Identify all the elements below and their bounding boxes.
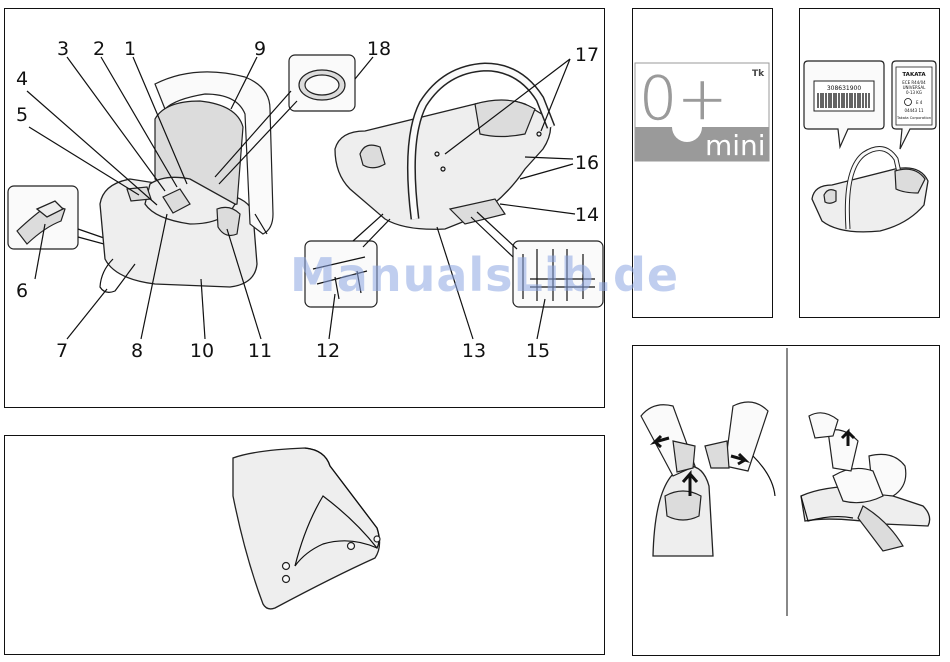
callout-9: 9: [254, 38, 266, 60]
seat-rear-view: [335, 67, 551, 229]
callout-15: 15: [526, 340, 550, 362]
seat-small-drawing: [812, 149, 928, 232]
watermark: ManualsLib.de: [290, 248, 679, 302]
callout-13: 13: [462, 340, 486, 362]
labels-panel: 308631900 TAKATA ECE R44/04 UNIVERSAL 0-…: [799, 8, 940, 318]
callout-18: 18: [367, 38, 391, 60]
callout-10: 10: [190, 340, 214, 362]
child-seat-parts-diagram: 1 2 3 4 5 6 7 8 9 10 11 12 13 14 15 16 1…: [5, 9, 606, 409]
callout-14: 14: [575, 204, 599, 226]
approval-line-6: Takata Corporation: [896, 116, 931, 120]
sun-canopy-drawing: [5, 436, 606, 656]
seat-labels-drawing: 308631900 TAKATA ECE R44/04 UNIVERSAL 0-…: [800, 9, 941, 319]
barcode-number: 308631900: [827, 85, 862, 92]
approval-line-4: E 4: [916, 100, 923, 105]
callout-16: 16: [575, 152, 599, 174]
callout-6: 6: [16, 280, 28, 302]
baby-lift-step: [801, 413, 930, 551]
callout-4: 4: [16, 68, 28, 90]
callout-7: 7: [56, 340, 68, 362]
harness-steps-panel: [632, 345, 940, 656]
callout-11: 11: [248, 340, 272, 362]
callout-3: 3: [57, 38, 69, 60]
callout-17: 17: [575, 44, 599, 66]
approval-line-3: 0-13 KG: [906, 90, 922, 95]
callout-8: 8: [131, 340, 143, 362]
buckle-release-step: [641, 402, 775, 556]
callout-2: 2: [93, 38, 105, 60]
logo-secondary-text: mini: [705, 129, 766, 162]
callout-12: 12: [316, 340, 340, 362]
canopy-panel: [4, 435, 605, 655]
approval-line-5: 04443 11: [904, 108, 924, 113]
approval-brand: TAKATA: [902, 72, 926, 78]
callout-1: 1: [124, 38, 136, 60]
logo-mark: Tk: [752, 69, 765, 79]
main-diagram-panel: 1 2 3 4 5 6 7 8 9 10 11 12 13 14 15 16 1…: [4, 8, 605, 408]
harness-steps-drawing: [633, 346, 941, 657]
callout-5: 5: [16, 104, 28, 126]
